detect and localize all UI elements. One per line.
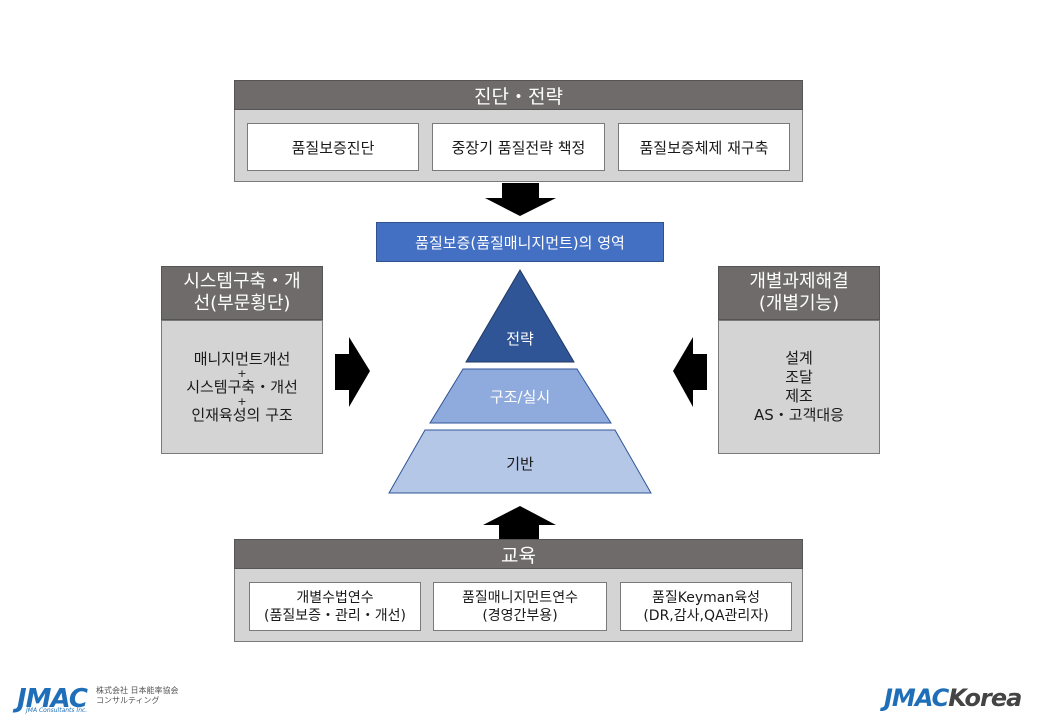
- right-item-design: 설계: [785, 349, 813, 367]
- bottom-box-2-line1: 품질매니지먼트연수: [462, 589, 578, 606]
- top-box-quality-assurance-diagnosis: 품질보증진단: [247, 123, 419, 171]
- system-building-body: 매니지먼트개선 + 시스템구축・개선 + 인재육성의 구조: [161, 320, 323, 454]
- jmac-korea-logo-mark: JMAC: [884, 684, 949, 712]
- individual-issue-body: 설계 조달 제조 AS・고객대응: [718, 320, 880, 454]
- left-item-talent-development: 인재육성의 구조: [191, 405, 293, 424]
- bottom-box-3-line1: 품질Keyman육성: [652, 589, 760, 606]
- bottom-box-2-line2: (경영간부용): [482, 607, 558, 624]
- arrow-right-icon: [335, 337, 370, 407]
- bottom-box-3-line2: (DR,감사,QA관리자): [643, 607, 769, 624]
- arrow-up-icon: [483, 506, 556, 540]
- jmac-logo-subtitle-line2: コンサルティング: [96, 696, 160, 705]
- right-item-after-service: AS・고객대응: [754, 406, 844, 424]
- jmac-logo-tagline: JMA Consultants Inc.: [26, 707, 88, 714]
- bottom-box-method-training: 개별수법연수 (품질보증・관리・개선): [249, 582, 421, 631]
- left-plus-2: +: [237, 394, 247, 408]
- education-header: 교육: [234, 539, 803, 569]
- jmac-logo-subtitle: 株式会社 日本能率協会 コンサルティング: [96, 686, 179, 706]
- pyramid-bottom-label: 기반: [506, 455, 534, 473]
- bottom-box-management-training: 품질매니지먼트연수 (경영간부용): [433, 582, 607, 631]
- diagnosis-strategy-header: 진단・전략: [234, 80, 803, 110]
- top-box-qa-system-rebuild: 품질보증체제 재구축: [618, 123, 790, 171]
- left-item-system-building: 시스템구축・개선: [186, 377, 298, 396]
- bottom-box-1-line2: (품질보증・관리・개선): [264, 607, 406, 624]
- quality-management-area-label: 품질보증(품질매니지먼트)의 영역: [376, 222, 664, 262]
- jmac-logo-subtitle-line1: 株式会社 日本能率協会: [96, 686, 179, 695]
- bottom-box-1-line1: 개별수법연수: [296, 589, 374, 606]
- pyramid-middle-label: 구조/실시: [489, 388, 551, 406]
- individual-issue-header-line1: 개별과제해결: [749, 271, 849, 292]
- right-item-procurement: 조달: [785, 368, 813, 386]
- pyramid-top-label: 전략: [506, 330, 534, 348]
- jmac-korea-logo-word: Korea: [948, 684, 1022, 712]
- individual-issue-header-line2: (개별기능): [758, 293, 840, 314]
- left-item-management-improvement: 매니지먼트개선: [193, 349, 291, 368]
- arrow-left-icon: [673, 337, 707, 407]
- jmac-korea-logo: JMACKorea: [884, 684, 1022, 712]
- system-building-header-line2: 선(부문횡단): [193, 293, 291, 314]
- arrow-down-icon: [485, 183, 556, 216]
- right-item-manufacturing: 제조: [785, 387, 813, 405]
- individual-issue-header: 개별과제해결(개별기능): [718, 266, 880, 320]
- left-plus-1: +: [237, 366, 247, 380]
- jmac-logo: JMAC: [17, 684, 88, 714]
- system-building-header-line1: 시스템구축・개: [183, 271, 301, 292]
- top-box-midlong-strategy: 중장기 품질전략 책정: [432, 123, 605, 171]
- bottom-box-keyman-training: 품질Keyman육성 (DR,감사,QA관리자): [620, 582, 792, 631]
